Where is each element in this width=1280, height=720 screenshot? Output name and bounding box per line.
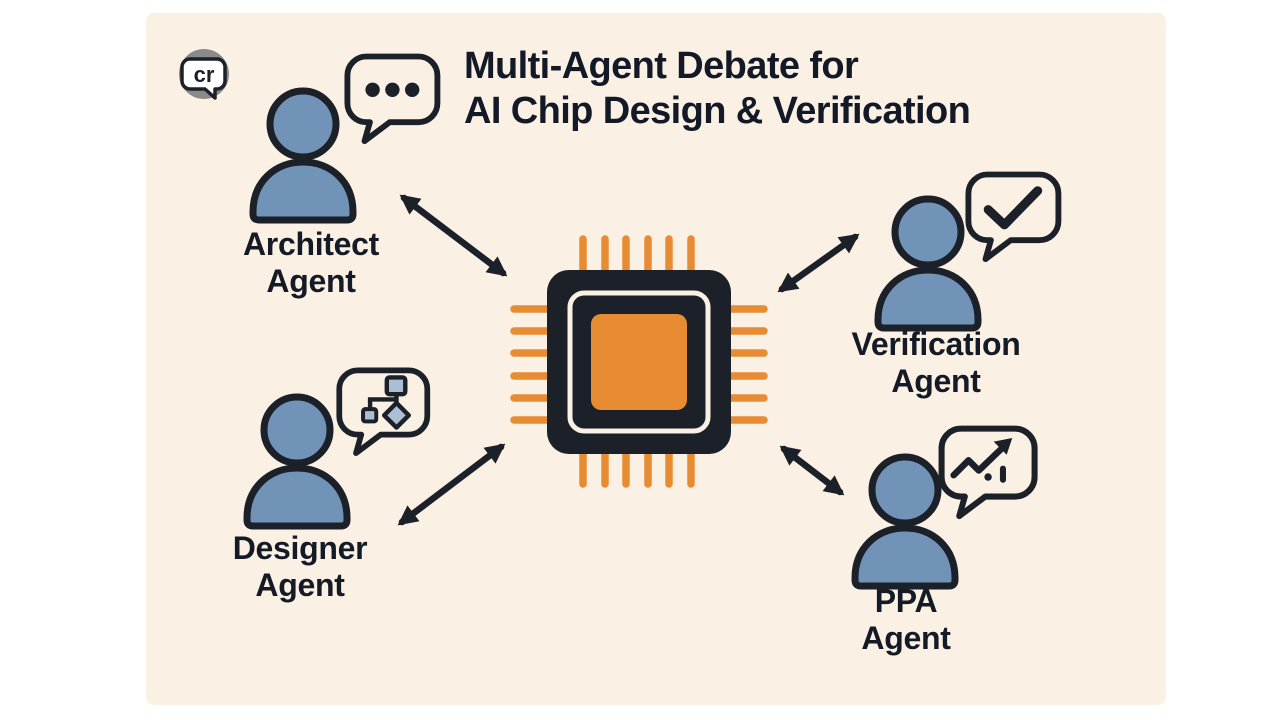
person-icon — [253, 91, 353, 220]
verification-agent-icon — [878, 175, 1058, 329]
trend-up-chart-icon — [950, 437, 1013, 483]
arrow-verification-chip — [777, 233, 860, 293]
person-icon — [878, 199, 978, 328]
architect-agent-icon — [253, 57, 437, 221]
speech-bubble — [347, 57, 437, 142]
chip-pins — [510, 235, 768, 488]
flowchart-icon — [361, 375, 411, 430]
ppa-agent-label: PPA Agent — [861, 583, 951, 656]
arrow-architect-chip — [399, 194, 508, 277]
connection-arrows — [397, 194, 860, 526]
speech-bubble — [942, 429, 1035, 516]
ai-chip-icon — [510, 235, 768, 488]
verification-agent-label: Verification Agent — [851, 326, 1021, 399]
checkmark-icon — [983, 186, 1043, 230]
designer-agent-icon — [247, 370, 427, 526]
speech-bubble — [339, 370, 427, 453]
designer-agent-label: Designer Agent — [232, 530, 368, 603]
ellipsis-dots-icon — [365, 82, 420, 97]
person-icon — [247, 397, 347, 526]
architect-agent-label: Architect Agent — [242, 226, 379, 299]
speech-bubble — [968, 175, 1058, 260]
chip-core — [591, 314, 687, 410]
arrow-ppa-chip — [779, 445, 845, 496]
cr-logo-text: cr — [194, 62, 215, 87]
ppa-agent-icon — [855, 429, 1035, 586]
chip-inner-ring — [567, 290, 711, 434]
arrow-designer-chip — [397, 443, 506, 526]
title-line-1: Multi-Agent Debate for — [464, 45, 859, 87]
page-title: Multi-Agent Debate for AI Chip Design & … — [464, 44, 971, 134]
cr-logo-icon: cr — [179, 49, 229, 100]
title-line-2: AI Chip Design & Verification — [464, 90, 971, 132]
